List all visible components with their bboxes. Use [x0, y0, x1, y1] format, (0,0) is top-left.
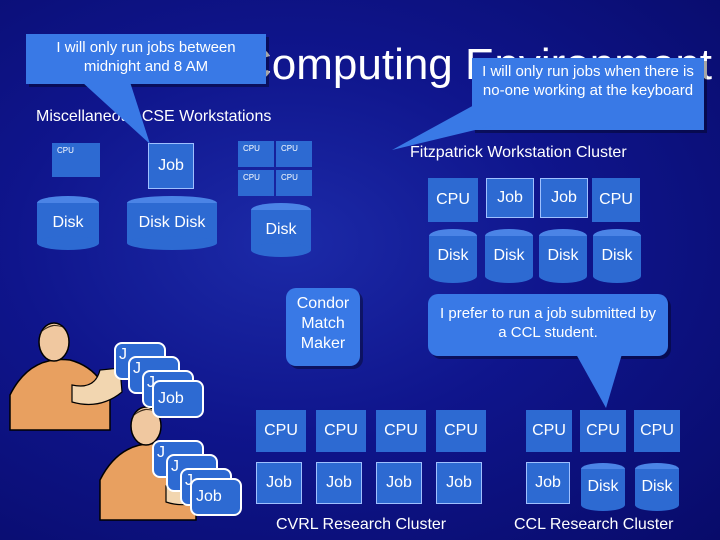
ccl-label: CCL Research Cluster	[514, 516, 674, 533]
misc-disk-1: Disk	[36, 195, 100, 251]
callout-midnight: I will only run jobs between midnight an…	[26, 34, 266, 84]
job-stack-1-card-4: Job	[152, 380, 204, 418]
cvrl-cpu-2: CPU	[316, 410, 366, 452]
cvrl-label: CVRL Research Cluster	[276, 516, 447, 533]
cvrl-job-2: Job	[316, 462, 362, 504]
fitz-disk-3: Disk	[538, 228, 588, 284]
callout-keyboard-tail	[392, 104, 500, 150]
disk-label: Disk	[52, 214, 84, 231]
ccl-job-1: Job	[526, 462, 570, 504]
fitz-job-1: Job	[486, 178, 534, 218]
misc-cpu-3d: CPU	[276, 170, 312, 196]
misc-cpu-3b: CPU	[276, 141, 312, 167]
fitz-job-2: Job	[540, 178, 588, 218]
misc-disk-2: Disk Disk	[126, 195, 218, 251]
ccl-cpu-2: CPU	[580, 410, 626, 452]
ccl-cpu-3: CPU	[634, 410, 680, 452]
fitzpatrick-label: Fitzpatrick Workstation Cluster	[410, 144, 627, 161]
job-stack-2-card-4: Job	[190, 478, 242, 516]
misc-cpu-3a: CPU	[238, 141, 274, 167]
cvrl-job-3: Job	[376, 462, 422, 504]
cvrl-cpu-3: CPU	[376, 410, 426, 452]
cvrl-job-1: Job	[256, 462, 302, 504]
ccl-disk-1: Disk	[580, 462, 626, 512]
cvrl-cpu-4: CPU	[436, 410, 486, 452]
cvrl-cpu-1: CPU	[256, 410, 306, 452]
misc-cpu-1: CPU	[52, 143, 100, 177]
fitz-cpu-2: CPU	[592, 178, 640, 222]
callout-ccl-tail	[576, 354, 622, 408]
job-label: Job	[158, 157, 184, 174]
misc-cpu-3c: CPU	[238, 170, 274, 196]
misc-disk-3: Disk	[250, 202, 312, 258]
user-1-icon	[9, 322, 123, 431]
condor-match-maker: Condor Match Maker	[286, 288, 360, 366]
fitz-disk-1: Disk	[428, 228, 478, 284]
misc-job-box-2: Job	[148, 143, 194, 189]
callout-keyboard: I will only run jobs when there is no-on…	[472, 58, 704, 130]
fitz-disk-2: Disk	[484, 228, 534, 284]
ccl-cpu-1: CPU	[526, 410, 572, 452]
fitz-disk-4: Disk	[592, 228, 642, 284]
cvrl-job-4: Job	[436, 462, 482, 504]
callout-midnight-tail	[82, 82, 150, 144]
callout-ccl-student: I prefer to run a job submitted by a CCL…	[428, 294, 668, 356]
misc-workstations-label: Miscellaneous CSE Workstations	[36, 108, 272, 125]
fitz-cpu-1: CPU	[428, 178, 478, 222]
ccl-disk-2: Disk	[634, 462, 680, 512]
